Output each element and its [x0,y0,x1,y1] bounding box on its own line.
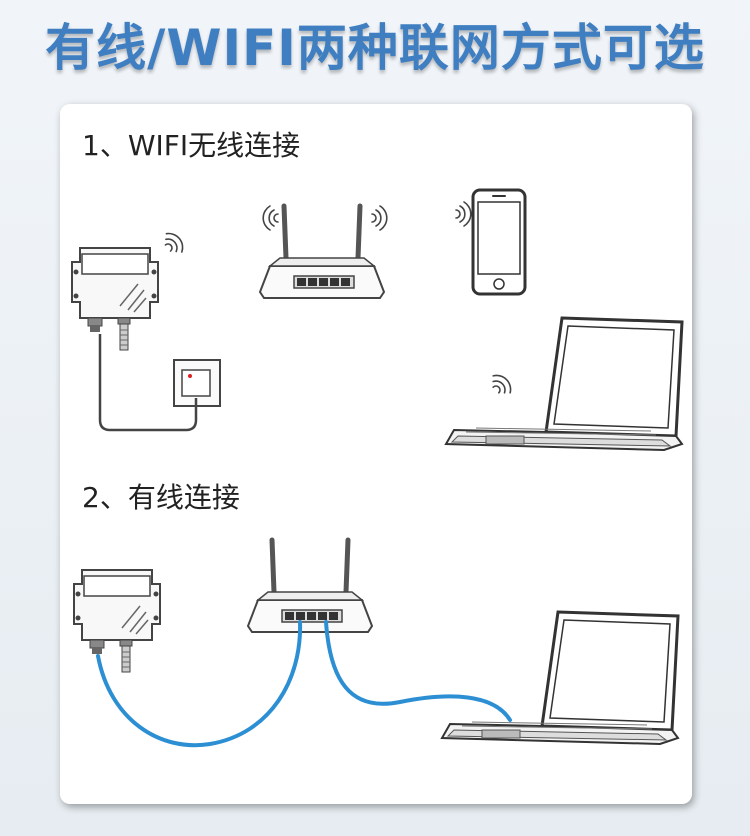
ethernet-cables [96,620,512,748]
wifi-signal-icon [371,205,388,231]
wifi-signal-icon [486,370,516,400]
laptop-icon [440,610,680,746]
wifi-signal-icon [262,205,279,231]
section-label-wifi: 1、WIFI无线连接 [82,129,301,162]
sensor-device-icon [71,247,159,351]
page-title: 有线/WIFI两种联网方式可选 [45,19,705,77]
router-icon [260,206,384,298]
power-cable [98,334,198,432]
wifi-signal-icon [159,228,188,258]
router-icon [248,540,372,632]
sensor-device-icon [73,569,161,673]
laptop-icon [444,316,684,452]
smartphone-icon [471,188,527,296]
section-label-wired: 2、有线连接 [82,481,240,514]
ethernet-cable-sensor [96,620,303,748]
ethernet-cable-laptop [324,620,512,722]
wifi-signal-icon [455,201,472,227]
